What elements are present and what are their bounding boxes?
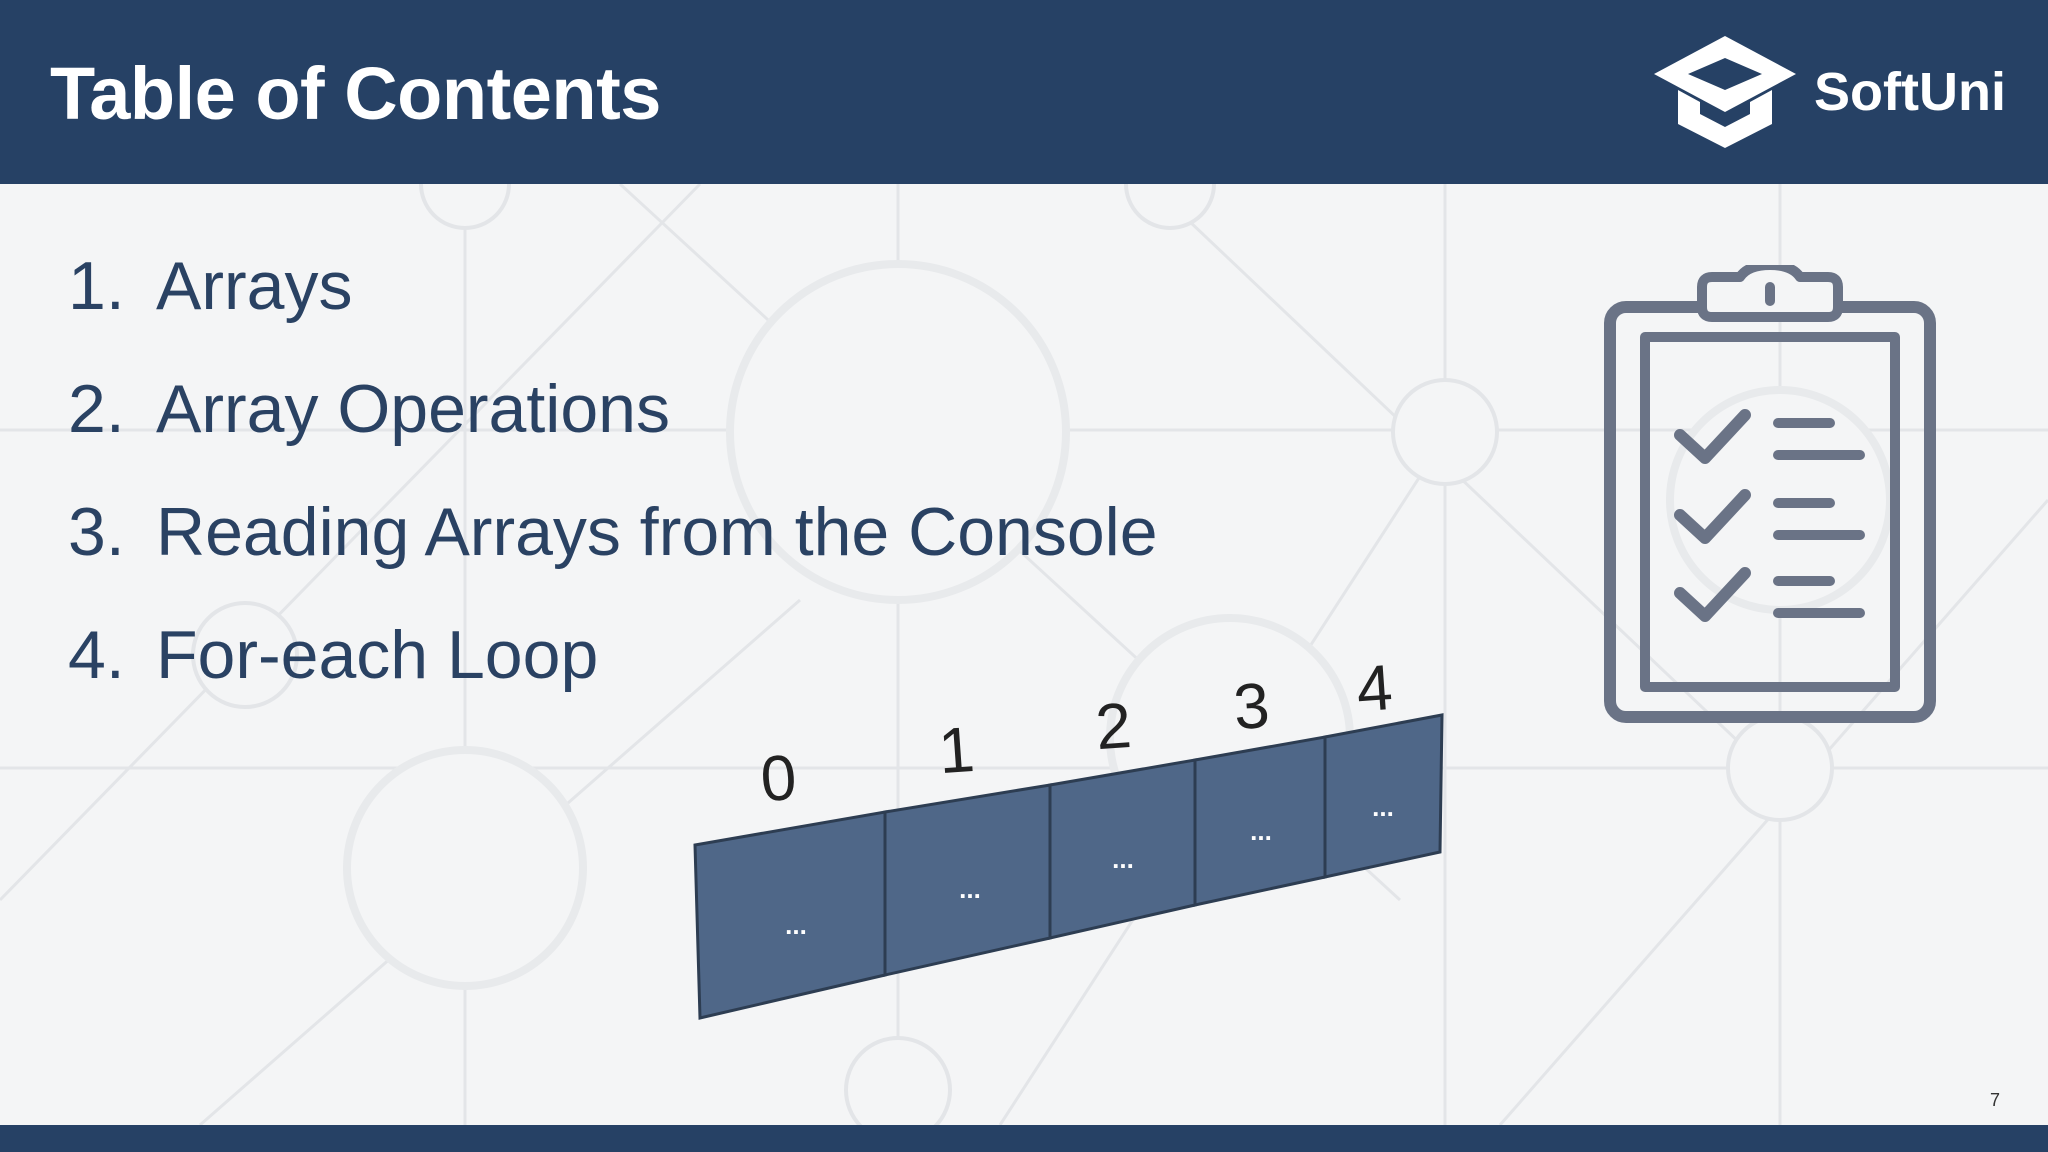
toc-item: 1. Arrays xyxy=(68,240,1158,363)
array-index-label: 0 xyxy=(758,741,799,815)
array-cell-value: ... xyxy=(1112,844,1134,874)
toc-item-label: Array Operations xyxy=(156,371,670,447)
toc-item: 3. Reading Arrays from the Console xyxy=(68,486,1158,609)
array-index-label: 3 xyxy=(1231,669,1272,743)
header-bar: Table of Contents SoftUni xyxy=(0,0,2048,184)
toc-item-number: 4. xyxy=(68,617,125,693)
array-cell-value: ... xyxy=(1250,816,1272,846)
toc-list: 1. Arrays 2. Array Operations 3. Reading Ar… xyxy=(68,240,1158,732)
logo-text: SoftUni xyxy=(1814,62,2006,122)
slide-number: 7 xyxy=(1990,1090,2001,1110)
toc-item-number: 2. xyxy=(68,371,125,447)
clipboard-checklist-icon xyxy=(1604,265,1936,723)
array-index-label: 4 xyxy=(1354,651,1395,725)
array-cell-value: ... xyxy=(785,910,807,940)
array-cell-value: ... xyxy=(959,874,981,904)
toc-item: 4. For-each Loop xyxy=(68,609,1158,732)
array-index-label: 2 xyxy=(1093,689,1134,763)
graduation-cap-icon xyxy=(1654,36,1796,148)
toc-item-number: 1. xyxy=(68,248,125,324)
slide-title: Table of Contents xyxy=(50,52,661,135)
footer-bar xyxy=(0,1125,2048,1152)
toc-item: 2. Array Operations xyxy=(68,363,1158,486)
array-index-label: 1 xyxy=(936,713,977,787)
softuni-logo: SoftUni xyxy=(1650,32,2020,152)
toc-item-label: Reading Arrays from the Console xyxy=(156,494,1158,570)
toc-item-label: Arrays xyxy=(156,248,353,324)
array-illustration: ... ... ... ... ... 0 1 2 3 4 xyxy=(693,651,1444,1020)
array-cell xyxy=(1323,713,1444,879)
toc-item-label: For-each Loop xyxy=(156,617,599,693)
toc-item-number: 3. xyxy=(68,494,125,570)
array-cell-value: ... xyxy=(1372,792,1394,822)
